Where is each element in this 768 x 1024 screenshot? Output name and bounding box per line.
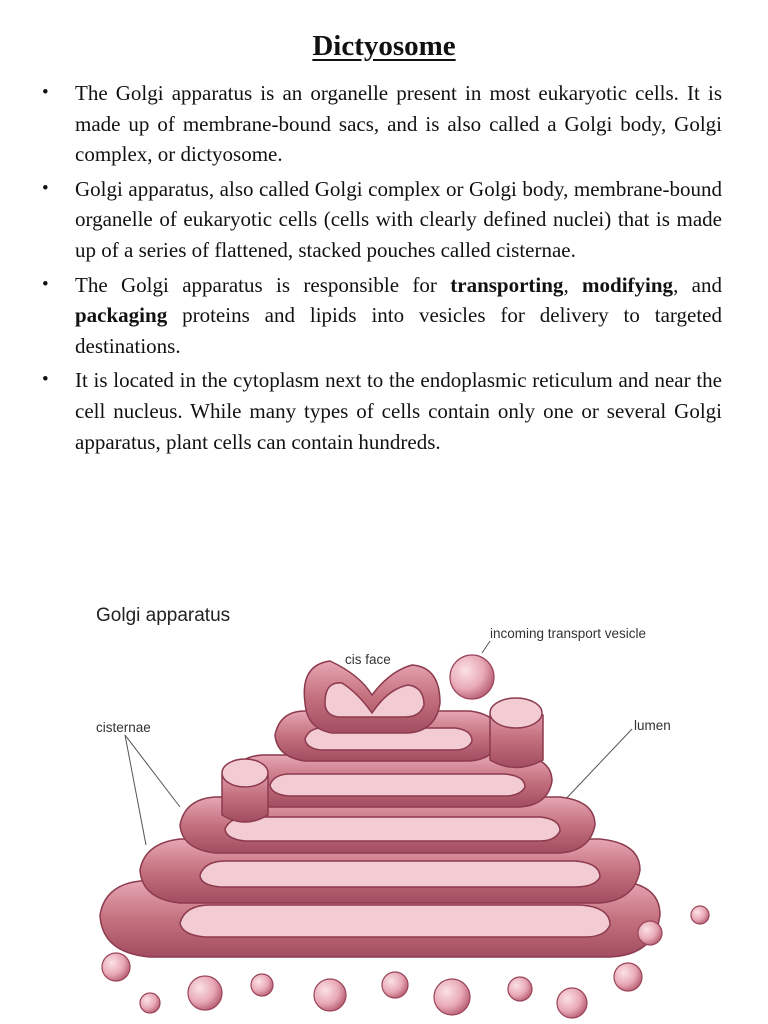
bullet-dot: •: [42, 82, 49, 103]
tubular-ends: [221, 697, 544, 823]
bullet-item: • Golgi apparatus, also called Golgi comp…: [40, 174, 722, 266]
bullet-list: • The Golgi apparatus is an organelle pre…: [40, 78, 722, 461]
vesicles: [101, 654, 710, 1019]
bullet-text: The Golgi apparatus is responsible for: [75, 272, 451, 297]
cisternae-stack: [99, 660, 661, 958]
bullet-text: proteins and lipids into vesicles for de…: [75, 303, 722, 358]
golgi-illustration: [99, 640, 710, 1019]
label-pointers: [124, 640, 633, 846]
bullet-item: •The Golgi apparatus is responsible for …: [40, 270, 722, 362]
bullet-dot: •: [42, 177, 49, 199]
bullet-text: The Golgi apparatus is an organelle pres…: [75, 81, 722, 167]
bullet-dot: •: [42, 369, 49, 391]
label-incoming-vesicle: incoming transport vesicle: [490, 626, 647, 641]
bold-term: transporting: [450, 272, 564, 297]
bullet-text: It is located in the cytoplasm next to t…: [75, 368, 722, 454]
bullet-text: Golgi apparatus, also called Golgi compl…: [75, 176, 722, 262]
bold-term: modifying: [582, 272, 674, 297]
bold-term: packaging: [75, 303, 168, 328]
bullet-text: , and: [673, 272, 722, 297]
bullet-dot: •: [42, 273, 49, 295]
label-lumen: lumen: [634, 718, 671, 733]
bullet-item: • The Golgi apparatus is an organelle pre…: [40, 78, 722, 170]
label-cis-face: cis face: [345, 652, 391, 667]
bullet-text: ,: [563, 272, 583, 297]
label-cisternae: cisternae: [96, 720, 151, 735]
diagram-title: Golgi apparatus: [96, 605, 231, 626]
page-title: Dictyosome: [312, 30, 456, 62]
bullet-item: • It is located in the cytoplasm next to …: [40, 365, 722, 457]
golgi-diagram: Golgi apparatus incoming transport vesic…: [0, 585, 768, 1024]
incoming-vesicle: [449, 654, 495, 700]
